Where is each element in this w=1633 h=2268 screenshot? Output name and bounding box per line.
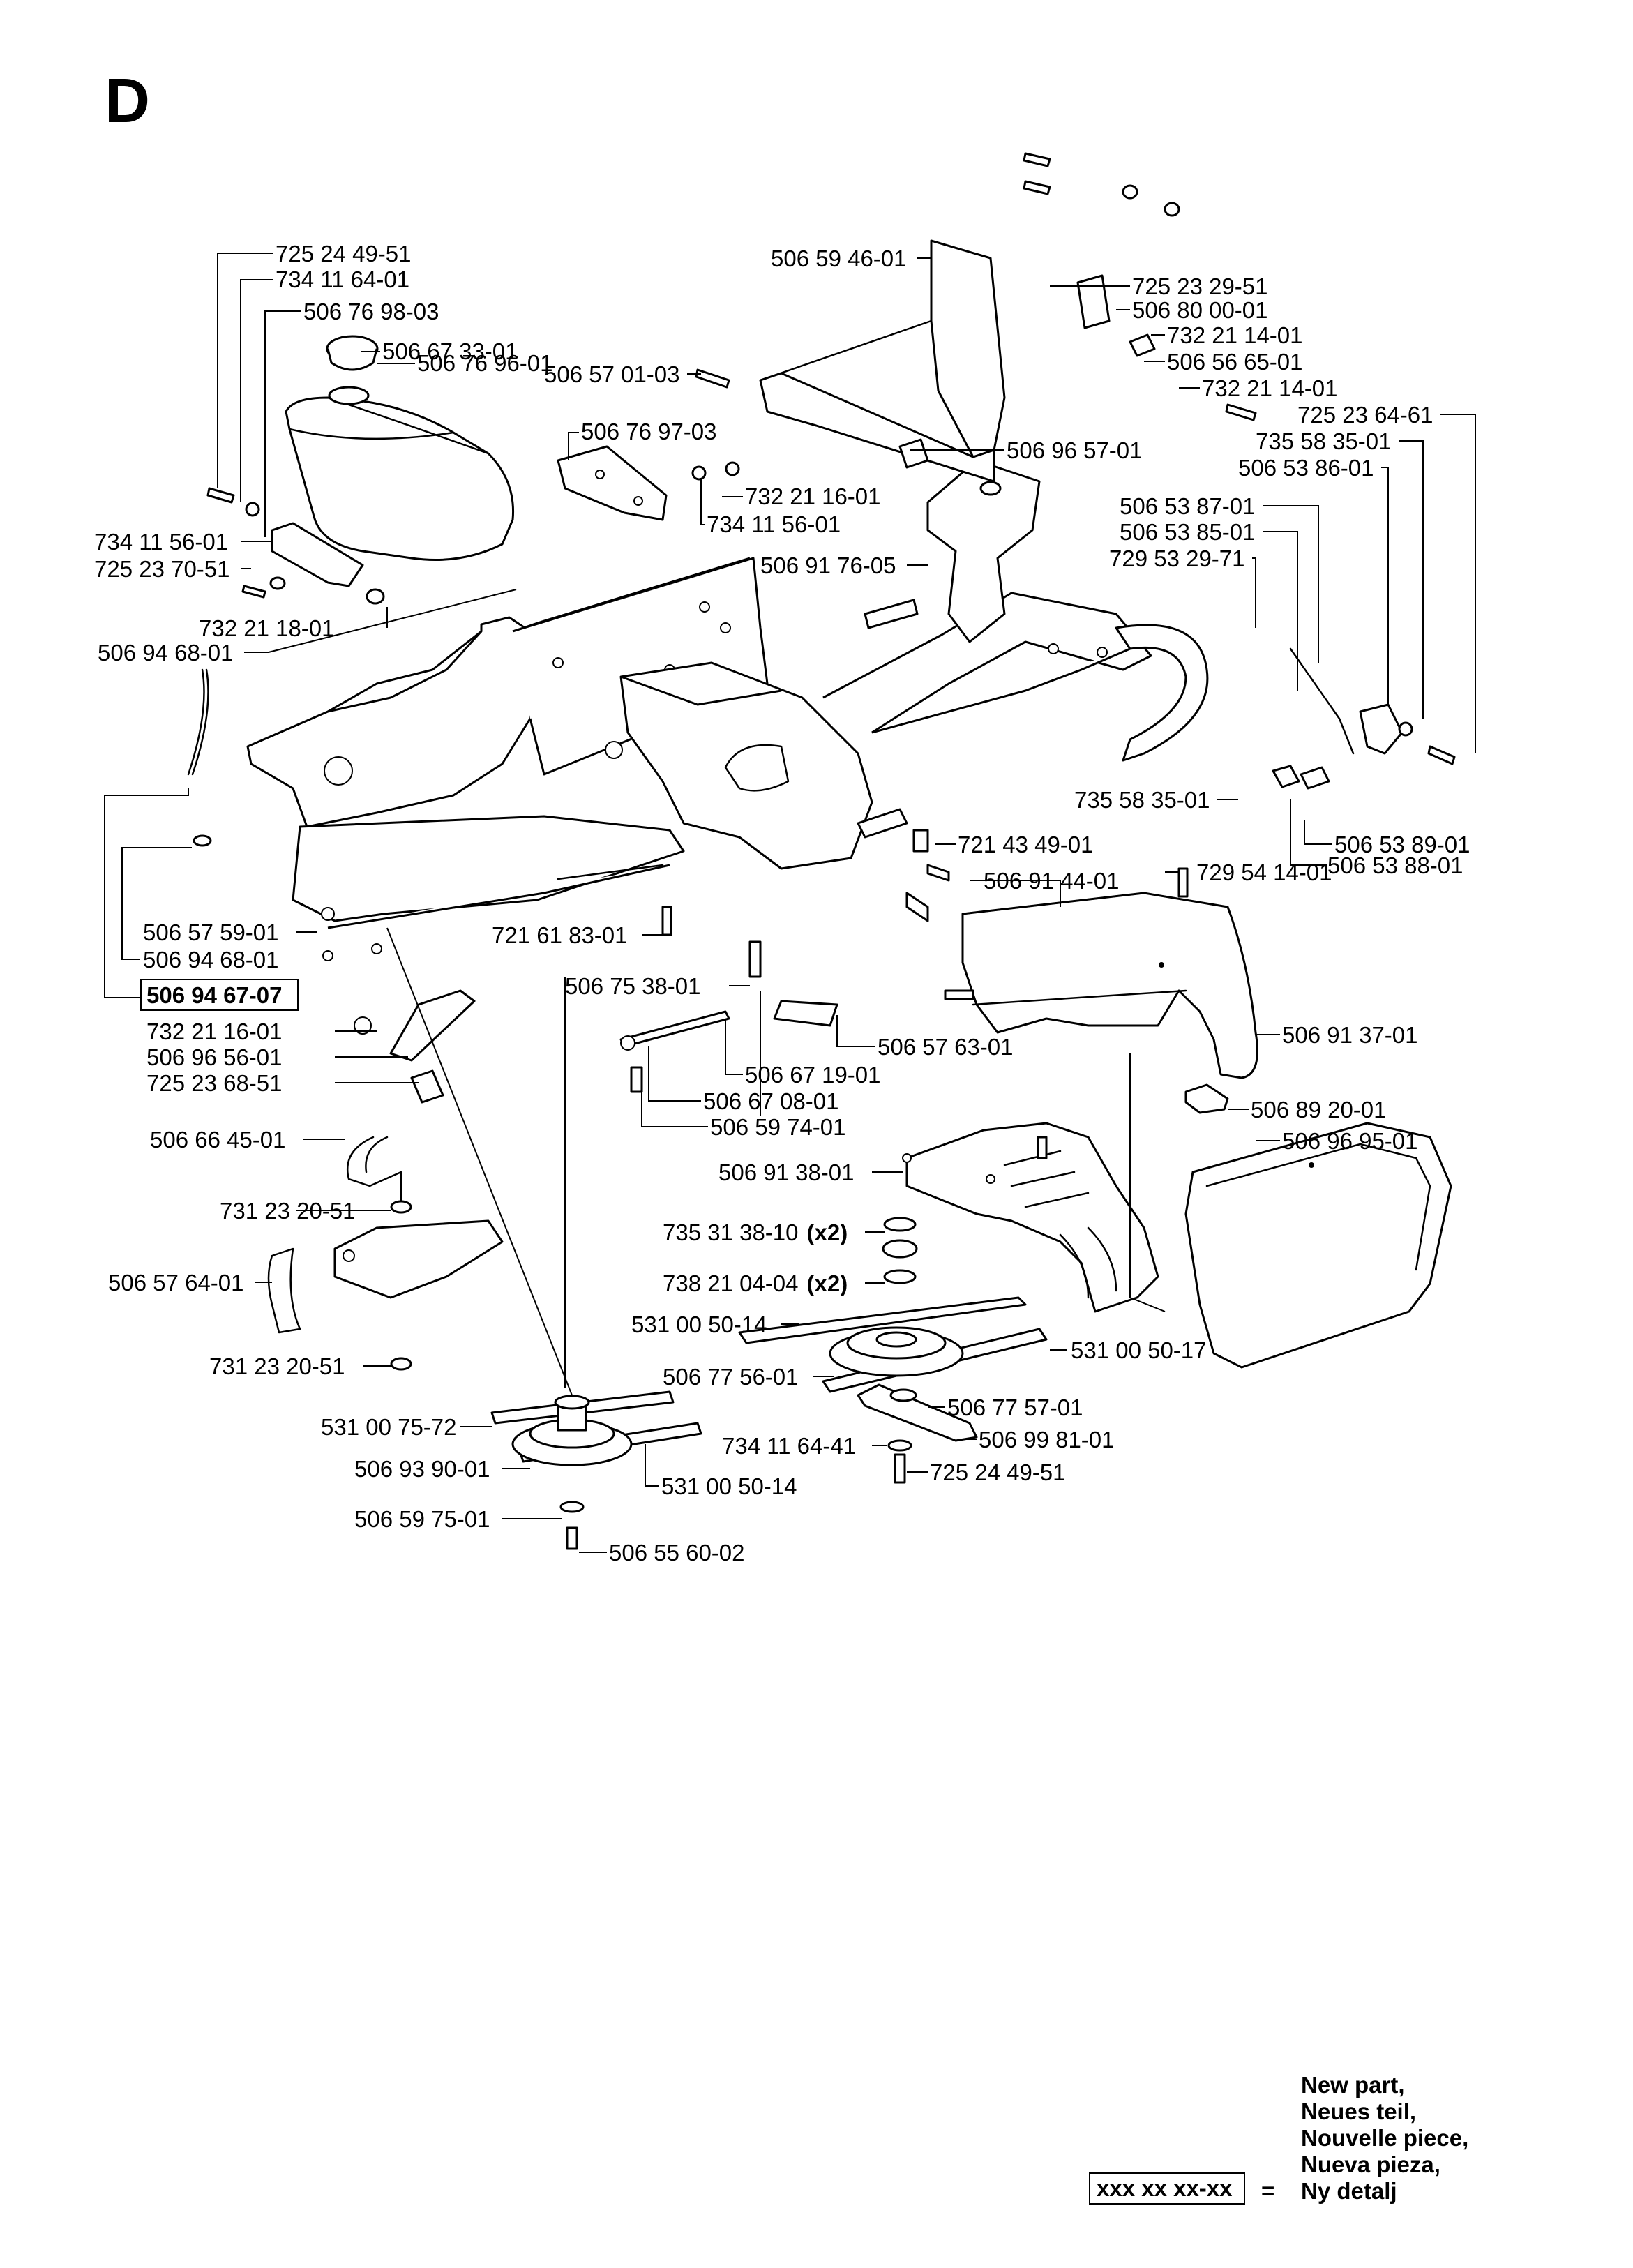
callout-506-55-60-02: 506 55 60-02 [609, 1540, 745, 1565]
callout-729-53-29-71: 729 53 29-71 [1109, 546, 1245, 571]
seat-plate [759, 239, 1006, 483]
callout-506-76-98-03: 506 76 98-03 [303, 299, 439, 324]
fasteners [187, 152, 1456, 1159]
section-letter: D [105, 66, 150, 136]
main-frame [246, 459, 1209, 961]
callout-734-11-56-01-b: 734 11 56-01 [94, 529, 228, 555]
legend-equals: = [1261, 2178, 1274, 2204]
callout-734-11-64-01: 734 11 64-01 [276, 266, 409, 292]
legend-line-4: Nueva pieza, [1301, 2151, 1440, 2177]
legend: New part, Neues teil, Nouvelle piece, Nu… [1089, 2072, 1468, 2205]
callout-506-99-81-01: 506 99 81-01 [979, 1427, 1115, 1452]
callout-732-21-16-01-b: 732 21 16-01 [146, 1019, 283, 1044]
side-panel [1184, 1083, 1452, 1369]
callout-506-77-57-01: 506 77 57-01 [947, 1395, 1083, 1420]
pedal-cover [961, 892, 1258, 1079]
callout-506-56-65-01: 506 56 65-01 [1167, 349, 1303, 375]
callout-506-59-46-01: 506 59 46-01 [771, 246, 907, 271]
callout-506-59-75-01: 506 59 75-01 [354, 1506, 490, 1532]
callout-506-96-95-01: 506 96 95-01 [1282, 1128, 1418, 1154]
callout-506-67-33-01: 506 67 33-01 [382, 338, 518, 364]
callout-735-31-38-10: 735 31 38-10 (x2) [663, 1219, 848, 1245]
parts-art [187, 152, 1456, 1550]
callout-725-23-68-51: 725 23 68-51 [146, 1070, 283, 1096]
callout-506-57-01-03: 506 57 01-03 [544, 361, 680, 387]
quantity-738-21-04-04: (x2) [807, 1270, 848, 1296]
callout-506-91-37-01: 506 91 37-01 [1282, 1022, 1418, 1048]
callout-721-43-49-01: 721 43 49-01 [958, 832, 1094, 857]
callout-732-21-14-01-b: 732 21 14-01 [1202, 375, 1338, 401]
quantity-735-31-38-10: (x2) [807, 1219, 848, 1245]
callout-506-94-68-01-b: 506 94 68-01 [143, 947, 279, 972]
callout-506-91-38-01: 506 91 38-01 [718, 1159, 855, 1185]
new-part-box [140, 979, 299, 1011]
callout-506-77-56-01: 506 77 56-01 [663, 1364, 799, 1390]
callout-531-00-50-14-b: 531 00 50-14 [661, 1473, 797, 1499]
fuel-tank [285, 335, 515, 561]
callout-725-23-64-61: 725 23 64-61 [1297, 402, 1433, 428]
left-lower-bracket [267, 989, 504, 1371]
tank-strap [271, 522, 364, 587]
callout-506-67-08-01: 506 67 08-01 [703, 1088, 839, 1114]
callout-506-91-44-01: 506 91 44-01 [984, 868, 1120, 894]
callout-506-57-63-01: 506 57 63-01 [878, 1034, 1014, 1060]
callout-734-11-56-01-a: 734 11 56-01 [707, 511, 841, 537]
callout-531-00-50-17: 531 00 50-17 [1071, 1337, 1207, 1363]
callout-738-21-04-04: 738 21 04-04 (x2) [663, 1270, 848, 1296]
legend-sample-box [1089, 2172, 1245, 2205]
callout-506-93-90-01: 506 93 90-01 [354, 1456, 490, 1482]
callout-735-58-35-01-a: 735 58 35-01 [1256, 428, 1392, 454]
callout-506-53-87-01: 506 53 87-01 [1120, 493, 1256, 519]
control-linkage [898, 274, 1404, 790]
callout-506-94-67-07-new: 506 94 67-07 [146, 982, 283, 1008]
callout-725-23-70-51: 725 23 70-51 [94, 556, 230, 582]
callout-506-94-68-01-a: 506 94 68-01 [98, 640, 234, 666]
callout-725-24-49-51-top: 725 24 49-51 [276, 241, 412, 266]
callout-506-76-96-01: 506 76 96-01 [417, 350, 553, 376]
callout-506-53-89-01: 506 53 89-01 [1334, 832, 1470, 857]
callout-531-00-50-14-a: 531 00 50-14 [631, 1312, 767, 1337]
callout-506-96-57-01: 506 96 57-01 [1007, 437, 1143, 463]
callout-732-21-14-01-a: 732 21 14-01 [1167, 322, 1303, 348]
callout-735-58-35-01-b: 735 58 35-01 [1074, 787, 1210, 813]
callout-732-21-18-01: 732 21 18-01 [199, 615, 335, 641]
legend-line-2: Neues teil, [1301, 2098, 1416, 2124]
belt-guard [902, 1122, 1159, 1313]
right-pulley-assembly [738, 1217, 1048, 1484]
callout-506-80-00-01: 506 80 00-01 [1132, 297, 1268, 323]
callout-506-57-59-01: 506 57 59-01 [143, 919, 279, 945]
tank-bracket [557, 445, 668, 521]
callout-721-61-83-01: 721 61 83-01 [492, 922, 628, 948]
callout-labels: 725 24 49-51 734 11 64-01 506 76 98-03 5… [94, 241, 1470, 1565]
callout-506-89-20-01: 506 89 20-01 [1251, 1097, 1387, 1122]
callout-506-59-74-01: 506 59 74-01 [710, 1114, 846, 1140]
callout-506-53-86-01: 506 53 86-01 [1238, 455, 1374, 481]
callout-734-11-64-41: 734 11 64-41 [722, 1433, 856, 1459]
callout-725-24-49-51-bottom: 725 24 49-51 [930, 1459, 1066, 1485]
callout-725-23-29-51: 725 23 29-51 [1132, 273, 1268, 299]
callout-729-54-14-01: 729 54 14-01 [1196, 859, 1332, 885]
left-pulley-assembly [490, 1390, 702, 1550]
callout-506-66-45-01: 506 66 45-01 [150, 1127, 286, 1152]
callout-735-31-38-10-code: 735 31 38-10 [663, 1219, 799, 1245]
callout-738-21-04-04-code: 738 21 04-04 [663, 1270, 799, 1296]
callout-506-53-85-01: 506 53 85-01 [1120, 519, 1256, 545]
callout-506-53-88-01: 506 53 88-01 [1327, 853, 1463, 878]
legend-line-1: New part, [1301, 2072, 1405, 2098]
legend-line-5: Ny detalj [1301, 2178, 1397, 2204]
callout-506-76-97-03: 506 76 97-03 [581, 419, 717, 444]
callout-506-67-19-01: 506 67 19-01 [745, 1062, 881, 1088]
leader-lines [104, 253, 1476, 1553]
callout-506-75-38-01: 506 75 38-01 [565, 973, 701, 999]
callout-506-57-64-01: 506 57 64-01 [108, 1270, 244, 1296]
callout-531-00-75-72: 531 00 75-72 [321, 1414, 457, 1440]
callout-731-23-20-51-b: 731 23 20-51 [209, 1353, 345, 1379]
callout-506-91-76-05: 506 91 76-05 [760, 553, 896, 578]
callout-732-21-16-01-a: 732 21 16-01 [745, 483, 881, 509]
callout-731-23-20-51-a: 731 23 20-51 [220, 1198, 356, 1224]
legend-line-3: Nouvelle piece, [1301, 2125, 1468, 2151]
callout-506-96-56-01: 506 96 56-01 [146, 1044, 283, 1070]
legend-sample: xxx xx xx-xx [1097, 2175, 1233, 2201]
